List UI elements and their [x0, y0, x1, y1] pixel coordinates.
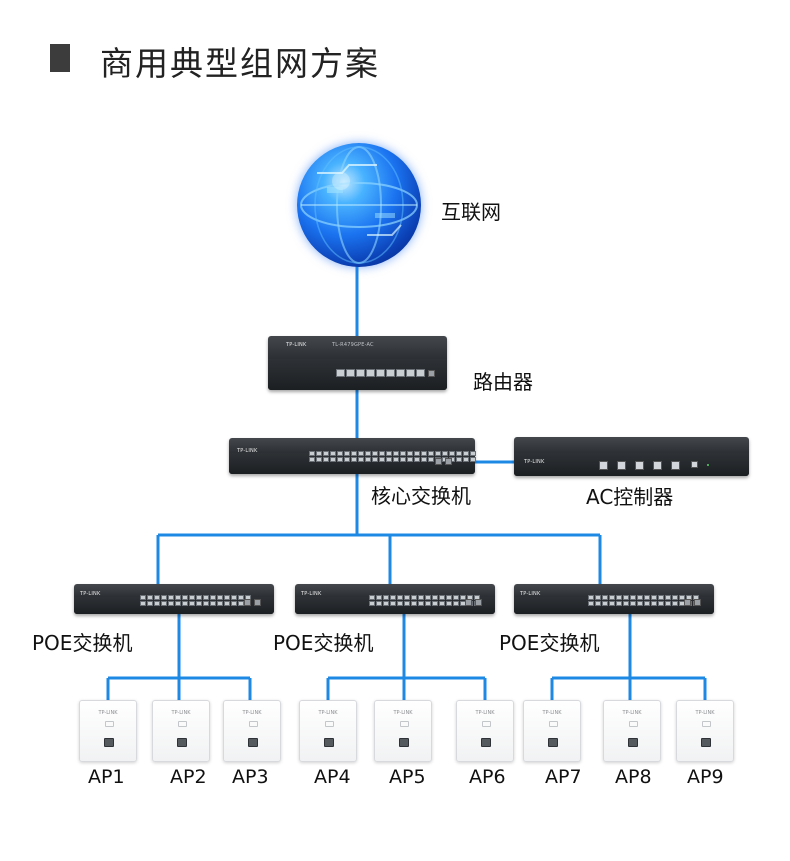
router-ports: [336, 369, 425, 377]
router-device: TP-LINK TL-R479GPE-AC: [268, 336, 447, 390]
ap-panel-1: TP-LINK: [79, 700, 137, 762]
ac-controller-device: TP-LINK: [514, 437, 749, 476]
poe-switch-3-label: POE交换机: [499, 631, 600, 655]
header-marker: [50, 44, 70, 72]
ac-controller-label: AC控制器: [586, 485, 674, 509]
ap-label-7: AP7: [545, 766, 582, 788]
poe-switch-2-label: POE交换机: [273, 631, 374, 655]
poe-switch-2-logo: TP-LINK: [301, 591, 322, 597]
ap-label-4: AP4: [314, 766, 351, 788]
router-logo: TP-LINK: [286, 342, 307, 348]
ap-panel-5: TP-LINK: [374, 700, 432, 762]
ap-panel-7: TP-LINK: [523, 700, 581, 762]
poe-switch-2-ports: [369, 595, 480, 606]
core-switch-device: TP-LINK: [229, 438, 476, 474]
ap-panel-3: TP-LINK: [223, 700, 281, 762]
poe-switch-3-ports: [588, 595, 699, 606]
poe-switch-2: TP-LINK: [295, 584, 495, 614]
internet-globe-icon: [297, 143, 421, 267]
ap-label-2: AP2: [170, 766, 207, 788]
ap-panel-9: TP-LINK: [676, 700, 734, 762]
poe-switch-1-label: POE交换机: [32, 631, 133, 655]
poe-switch-1: TP-LINK: [74, 584, 274, 614]
poe-switch-1-ports: [140, 595, 251, 606]
ap-label-8: AP8: [615, 766, 652, 788]
ac-controller-logo: TP-LINK: [524, 459, 545, 465]
ap-label-6: AP6: [469, 766, 506, 788]
page-title: 商用典型组网方案: [100, 44, 380, 83]
router-model: TL-R479GPE-AC: [332, 342, 374, 348]
internet-label: 互联网: [441, 200, 501, 224]
ap-label-3: AP3: [232, 766, 269, 788]
poe-switch-3: TP-LINK: [514, 584, 714, 614]
ap-label-9: AP9: [687, 766, 724, 788]
ap-label-5: AP5: [389, 766, 426, 788]
core-switch-label: 核心交换机: [371, 484, 471, 508]
router-label: 路由器: [473, 370, 533, 394]
ap-panel-2: TP-LINK: [152, 700, 210, 762]
core-switch-logo: TP-LINK: [237, 448, 258, 454]
ap-panel-8: TP-LINK: [603, 700, 661, 762]
poe-switch-1-logo: TP-LINK: [80, 591, 101, 597]
core-switch-ports: [309, 451, 476, 462]
ap-panel-4: TP-LINK: [299, 700, 357, 762]
ap-panel-6: TP-LINK: [456, 700, 514, 762]
poe-switch-3-logo: TP-LINK: [520, 591, 541, 597]
ap-label-1: AP1: [88, 766, 125, 788]
